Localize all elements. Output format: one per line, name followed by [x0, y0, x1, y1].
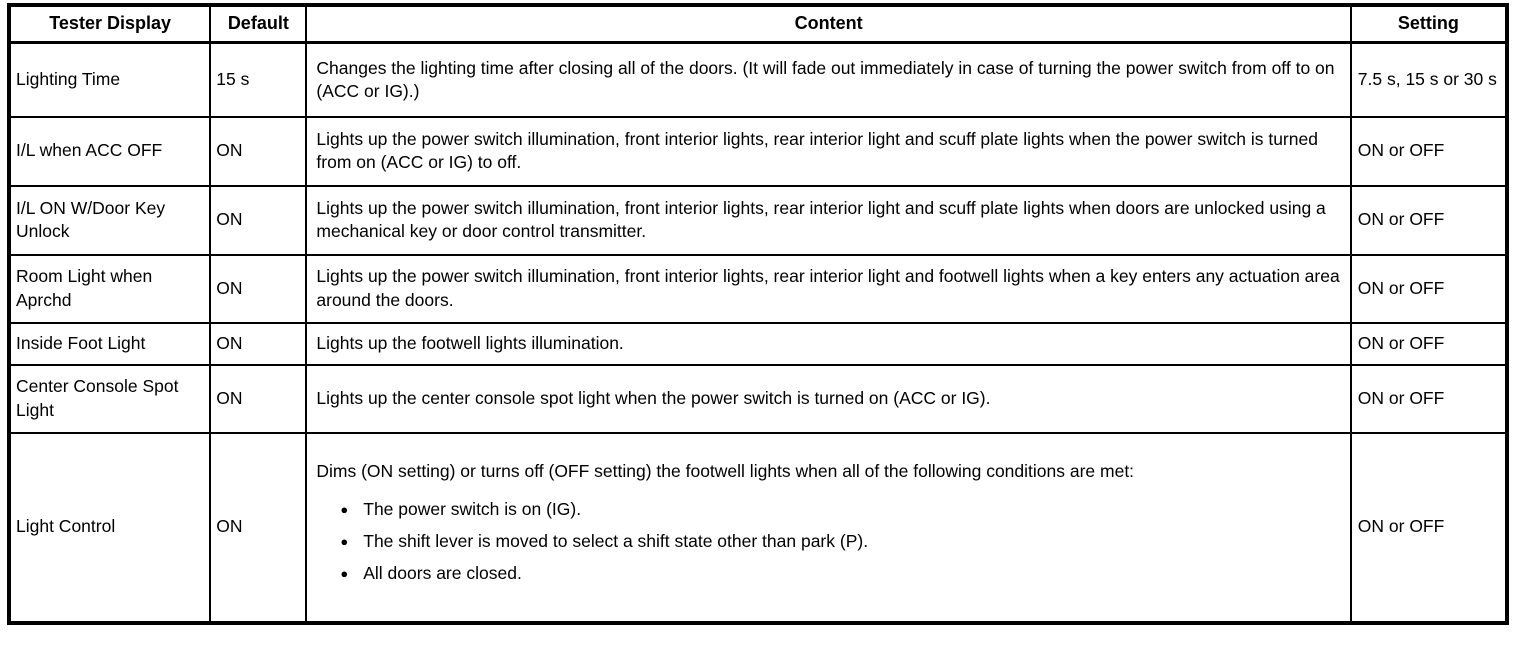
content-text: Lights up the footwell lights illuminati…: [316, 332, 624, 353]
default-cell: ON: [209, 184, 308, 256]
content-cell: Lights up the power switch illumination,…: [305, 115, 1352, 187]
content-cell: Dims (ON setting) or turns off (OFF sett…: [305, 431, 1352, 624]
content-text: Lights up the power switch illumination,…: [316, 128, 1318, 172]
tester-display-cell: I/L ON W/Door Key Unlock: [7, 184, 212, 256]
condition-list: ● The power switch is on (IG). ● The shift …: [316, 498, 1341, 585]
content-text: Lights up the power switch illumination,…: [316, 266, 1340, 310]
default-cell: ON: [209, 431, 308, 624]
setting-cell: ON or OFF: [1349, 253, 1509, 324]
condition-item: ● The shift lever is moved to select a sh…: [340, 530, 1341, 553]
content-text: Changes the lighting time after closing …: [316, 57, 1335, 101]
tester-display-cell: I/L when ACC OFF: [7, 115, 212, 187]
default-cell: 15 s: [209, 41, 308, 118]
content-cell: Lights up the power switch illumination,…: [305, 184, 1352, 256]
default-cell: ON: [209, 115, 308, 187]
header-content: Content: [305, 4, 1352, 44]
content-text: Lights up the power switch illumination,…: [316, 197, 1326, 241]
header-setting: Setting: [1349, 4, 1509, 44]
content-text: Lights up the center console spot light …: [316, 387, 991, 408]
setting-cell: ON or OFF: [1349, 115, 1509, 187]
setting-cell: ON or OFF: [1349, 363, 1509, 434]
tester-settings-table: Tester Display Default Content Setting L…: [7, 3, 1509, 625]
bullet-icon: ●: [340, 566, 349, 582]
content-cell: Lights up the center console spot light …: [305, 363, 1352, 434]
setting-cell: ON or OFF: [1349, 431, 1509, 624]
setting-cell: ON or OFF: [1349, 184, 1509, 256]
tester-display-cell: Inside Foot Light: [7, 321, 212, 366]
content-cell: Lights up the footwell lights illuminati…: [305, 321, 1352, 366]
default-cell: ON: [209, 321, 308, 366]
header-row: Tester Display Default Content Setting: [7, 4, 1509, 44]
default-cell: ON: [209, 253, 308, 324]
condition-text: The shift lever is moved to select a shi…: [363, 531, 869, 551]
tester-display-cell: Center Console Spot Light: [7, 363, 212, 434]
table-header: Tester Display Default Content Setting: [7, 4, 1509, 44]
tester-display-cell: Room Light when Aprchd: [7, 253, 212, 324]
content-cell: Changes the lighting time after closing …: [305, 41, 1352, 118]
content-text: Dims (ON setting) or turns off (OFF sett…: [316, 460, 1135, 481]
header-default: Default: [209, 4, 308, 44]
condition-text: All doors are closed.: [363, 563, 522, 584]
tester-display-cell: Lighting Time: [7, 41, 212, 118]
setting-cell: ON or OFF: [1349, 321, 1509, 366]
content-cell: Lights up the power switch illumination,…: [305, 253, 1352, 324]
condition-item: ● The power switch is on (IG).: [340, 498, 1341, 521]
bullet-icon: ●: [340, 534, 349, 549]
default-cell: ON: [209, 363, 308, 434]
tester-display-cell: Light Control: [7, 431, 212, 624]
bullet-icon: ●: [340, 501, 349, 517]
setting-cell: 7.5 s, 15 s or 30 s: [1349, 41, 1509, 118]
condition-item: ● All doors are closed.: [340, 562, 1341, 585]
condition-text: The power switch is on (IG).: [363, 498, 582, 519]
header-tester-display: Tester Display: [7, 4, 212, 44]
